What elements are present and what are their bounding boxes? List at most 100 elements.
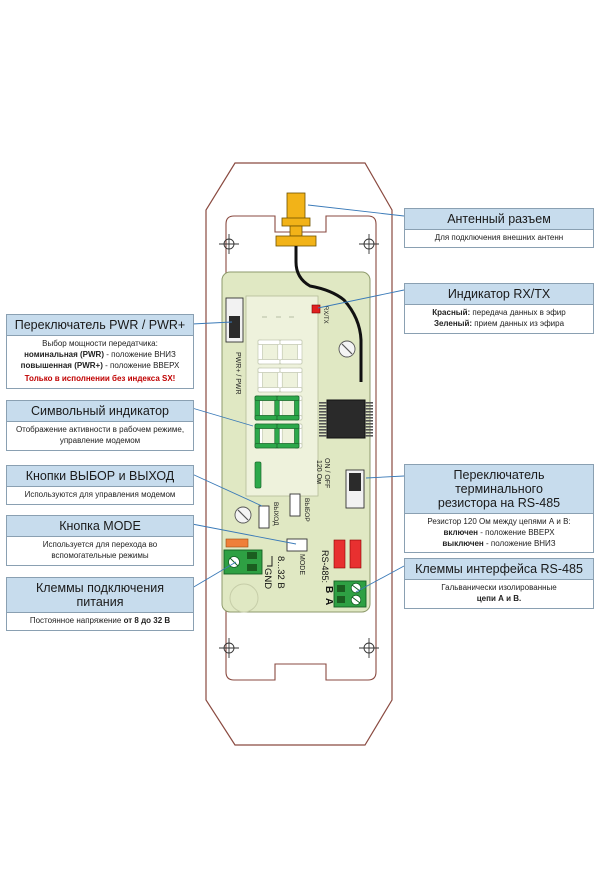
pwr-switch[interactable] — [225, 297, 244, 343]
display-segment — [276, 443, 300, 449]
rs485-a-label: A — [323, 598, 334, 605]
callout-desc: Выбор мощности передатчика: номинальная … — [7, 336, 193, 388]
power-board-label-top: 8...32 В — [275, 556, 286, 589]
power-wire-mark — [267, 556, 273, 567]
chip-pin — [365, 411, 373, 413]
antenna-cable — [294, 246, 363, 382]
callout-title: Клеммы интерфейса RS-485 — [405, 559, 593, 580]
display-segment — [254, 443, 278, 449]
display-segment — [274, 423, 280, 449]
chip-pin — [365, 426, 373, 428]
chip-pin — [365, 402, 373, 404]
display-segment — [277, 367, 283, 393]
indicator-block — [333, 539, 346, 569]
callout-display: Символьный индикатор Отображение активно… — [6, 400, 194, 451]
display-segment — [279, 367, 303, 373]
terminator-board-label-top: ON / OFF — [323, 458, 330, 488]
chip-pin — [365, 423, 373, 425]
callout-rxtx: Индикатор RX/TX Красный: передача данных… — [404, 283, 594, 334]
chip-pin — [319, 429, 327, 431]
callout-desc: Используются для управления модемом — [24, 490, 176, 499]
off-label: выключен — [442, 538, 484, 548]
mode-line2: вспомогательные режимы — [51, 550, 149, 560]
chip-pin — [319, 435, 327, 437]
callout-title: Антенный разъем — [405, 209, 593, 230]
chip-pin — [319, 408, 327, 410]
display-dot — [289, 316, 294, 318]
display-segment — [279, 387, 303, 393]
display-segment — [257, 339, 281, 345]
chip-pin — [319, 426, 327, 428]
chip-pin — [365, 435, 373, 437]
exit-board-label: ВЫХОД — [272, 502, 279, 526]
mounting-hole-bottom-left — [219, 638, 239, 658]
leader-lines — [191, 204, 405, 593]
fuse — [225, 538, 249, 548]
display-dot — [276, 316, 281, 318]
callout-desc: Резистор 120 Ом между цепями А и В: вклю… — [405, 514, 593, 552]
green-label: Зеленый: — [433, 318, 473, 328]
display-segment — [257, 387, 281, 393]
rs485-terminal[interactable] — [333, 580, 367, 608]
display-segment — [274, 395, 280, 421]
enclosure-inner-frame — [225, 215, 377, 681]
power-desc-prefix: Постоянное напряжение — [29, 616, 124, 625]
red-text: передача данных в эфир — [470, 308, 566, 317]
display-segment — [254, 423, 278, 429]
nominal-text: - положение ВНИЗ — [104, 349, 176, 359]
rs485-line1: Гальванически изолированные — [441, 583, 557, 592]
rxtx-board-label: RX/TX — [322, 306, 328, 324]
on-label: включен — [443, 527, 479, 537]
screw-top — [338, 340, 356, 358]
display-segment — [254, 461, 262, 489]
mode-board-label: MODE — [298, 554, 305, 575]
on-text: - положение ВВЕРХ — [478, 527, 555, 537]
mode-button[interactable] — [286, 538, 308, 552]
rs485-board-label: RS-485: — [320, 550, 330, 583]
power-board-label-bottom: GND — [262, 568, 273, 589]
ic-chip — [319, 399, 373, 439]
chip-pin — [365, 420, 373, 422]
pwr-note: Только в исполнении без индекса SX! — [24, 374, 176, 384]
callout-title: Символьный индикатор — [7, 401, 193, 422]
board-mark-bottom — [229, 583, 259, 613]
exit-button[interactable] — [258, 505, 270, 529]
power-terminal[interactable] — [223, 549, 263, 575]
nominal-label: номинальная (PWR) — [24, 349, 104, 359]
display-segment — [276, 423, 300, 429]
callout-title: Клеммы подключения питания — [7, 578, 193, 613]
callout-desc: Используется для перехода во вспомогател… — [7, 537, 193, 565]
callout-title: Кнопки ВЫБОР и ВЫХОД — [7, 466, 193, 487]
display-segment — [254, 415, 278, 421]
high-label: повышенная (PWR+) — [20, 360, 103, 370]
callout-mode: Кнопка MODE Используется для перехода во… — [6, 515, 194, 566]
callout-title: Переключатель терминального резистора на… — [405, 465, 593, 514]
display-line2: управление модемом — [59, 435, 141, 445]
select-button[interactable] — [289, 493, 301, 517]
segment-display — [254, 339, 303, 489]
callout-title: Индикатор RX/TX — [405, 284, 593, 305]
chip-pin — [319, 402, 327, 404]
chip-pin — [319, 420, 327, 422]
display-dot — [262, 316, 267, 318]
rxtx-led — [311, 304, 321, 314]
callout-terminator: Переключатель терминального резистора на… — [404, 464, 594, 554]
callout-antenna: Антенный разъем Для подключения внешних … — [404, 208, 594, 248]
display-segment — [276, 395, 300, 401]
power-desc-bold: от 8 до 32 В — [123, 616, 171, 625]
display-segment — [279, 339, 303, 345]
select-board-label: ВЫБОР — [303, 498, 310, 522]
pwr-board-label: PWR+ / PWR — [234, 352, 241, 395]
display-segment — [276, 415, 300, 421]
display-segment — [277, 339, 283, 365]
mode-line1: Используется для перехода во — [42, 540, 158, 549]
terminator-switch[interactable] — [345, 469, 365, 509]
terminator-board-label-bottom: 120 Ом — [315, 460, 322, 484]
terminator-title-line1: Переключатель терминального — [453, 468, 545, 496]
display-segment — [257, 367, 281, 373]
rs485-line2: цепи А и В. — [476, 593, 522, 603]
callout-desc: Постоянное напряжение от 8 до 32 В — [7, 613, 193, 630]
callout-rs485: Клеммы интерфейса RS-485 Гальванически и… — [404, 558, 594, 609]
rs485-b-label: B — [323, 586, 334, 593]
